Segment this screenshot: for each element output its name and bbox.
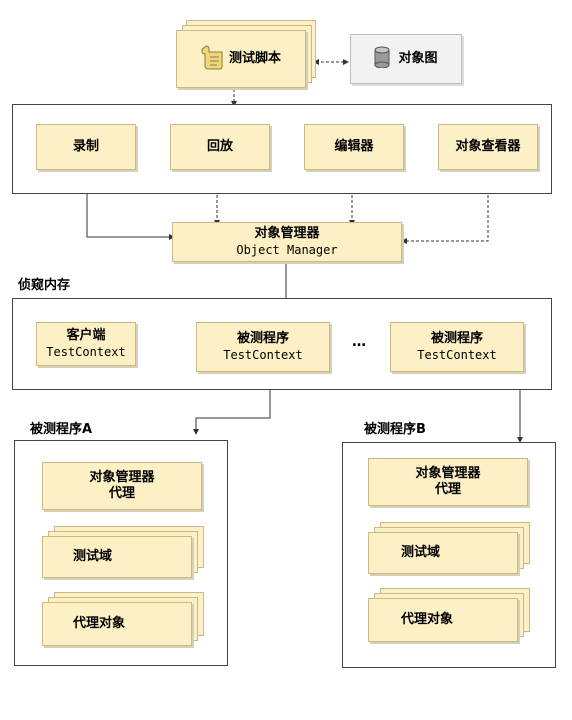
object-map-label: 对象图 (398, 51, 438, 66)
aut1-context-box: 被测程序 TestContext (196, 322, 330, 372)
object-manager-box: 对象管理器 Object Manager (172, 222, 402, 262)
object-manager-label-en: Object Manager (236, 243, 338, 257)
app-a-proxy-label-1: 对象管理器 (89, 470, 155, 485)
app-a-proxy-box: 对象管理器 代理 (42, 462, 202, 510)
test-script-label: 测试脚本 (228, 51, 281, 66)
record-manager-link (84, 172, 175, 240)
app-a-domain-label: 测试域 (73, 549, 113, 564)
app-a-objects-label: 代理对象 (73, 616, 126, 631)
object-viewer-label: 对象查看器 (455, 139, 521, 154)
aut1-context-label-en: TestContext (223, 348, 303, 362)
record-box: 录制 (36, 124, 136, 170)
object-manager-label-cn: 对象管理器 (254, 226, 320, 241)
app-b-domain-label: 测试域 (401, 545, 441, 560)
app-b-proxy-label-2: 代理 (434, 482, 461, 497)
context-ellipsis: … (352, 334, 367, 350)
app-b-objects-label: 代理对象 (401, 612, 454, 627)
app-b-objects-box: 代理对象 (368, 598, 518, 642)
object-viewer-box: 对象查看器 (438, 124, 538, 170)
app-a-title: 被测程序A (30, 422, 93, 437)
sniff-memory-label: 侦窥内存 (18, 278, 71, 293)
aut2-context-box: 被测程序 TestContext (390, 322, 524, 372)
app-b-proxy-box: 对象管理器 代理 (368, 458, 528, 506)
playback-label: 回放 (206, 139, 233, 154)
app-b-proxy-label-1: 对象管理器 (415, 466, 481, 481)
test-script-box: 测试脚本 (176, 30, 306, 88)
aut2-context-label-en: TestContext (417, 348, 497, 362)
database-icon (374, 46, 390, 73)
app-a-domain-box: 测试域 (42, 536, 192, 578)
object-map-box: 对象图 (350, 34, 462, 84)
aut1-appa-link (193, 375, 273, 435)
record-label: 录制 (72, 139, 99, 154)
client-context-label-cn: 客户端 (66, 328, 106, 343)
editor-label: 编辑器 (334, 139, 374, 154)
aut1-context-label-cn: 被测程序 (236, 331, 289, 346)
client-context-box: 客户端 TestContext (36, 322, 136, 366)
app-a-proxy-label-2: 代理 (108, 486, 135, 501)
scroll-icon (201, 44, 223, 75)
app-b-title: 被测程序B (364, 422, 426, 437)
editor-box: 编辑器 (304, 124, 404, 170)
app-a-objects-box: 代理对象 (42, 602, 192, 646)
app-b-domain-box: 测试域 (368, 532, 518, 574)
playback-box: 回放 (170, 124, 270, 170)
client-context-label-en: TestContext (46, 345, 126, 359)
viewer-manager-link (401, 172, 491, 244)
aut2-context-label-cn: 被测程序 (430, 331, 483, 346)
